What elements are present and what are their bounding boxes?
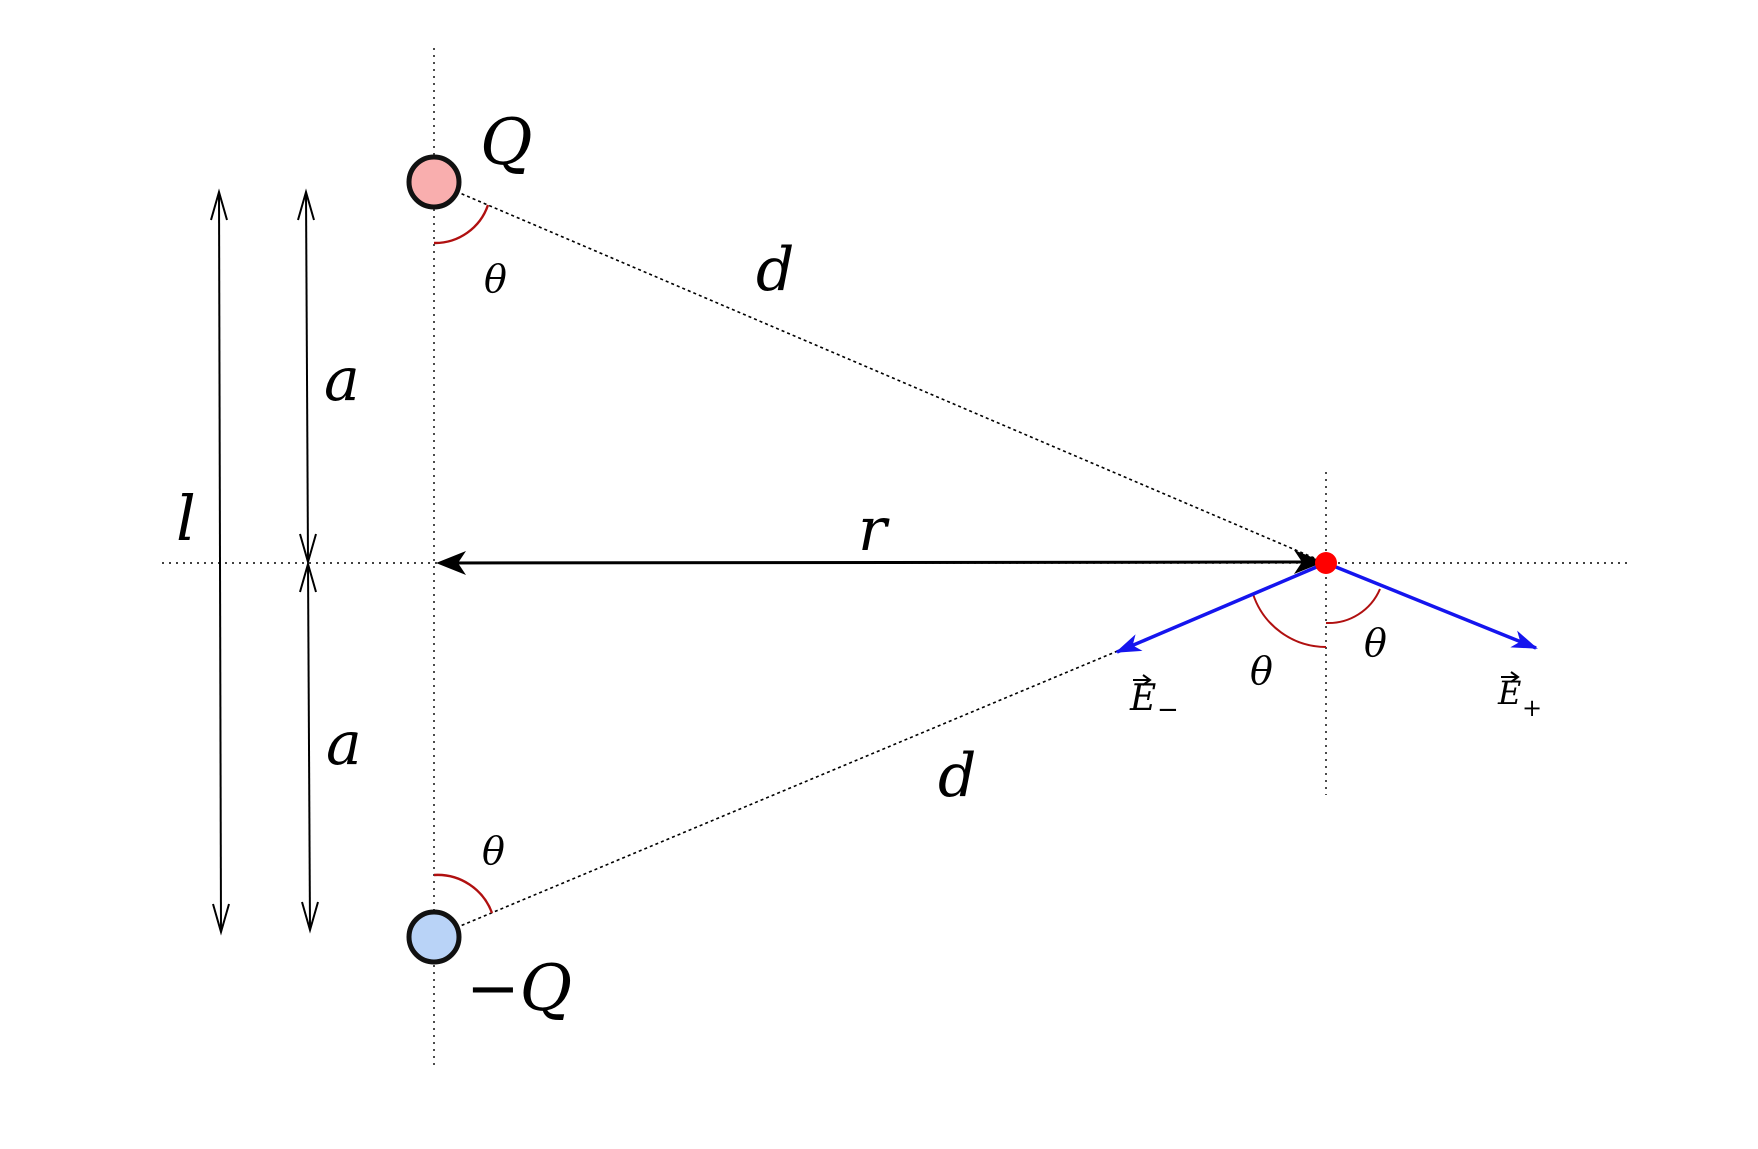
angle-label-field-minus: θ	[1250, 649, 1273, 693]
field-plus-subscript: +	[1522, 694, 1542, 722]
negative-charge-label: −Q	[466, 952, 572, 1026]
upper-distance-label: d	[756, 235, 794, 305]
lower-half-dimension	[299, 560, 319, 934]
total-separation-label: l	[176, 482, 196, 555]
angle-arc-field-minus	[1252, 593, 1327, 648]
lower-half-separation-label: a	[326, 709, 362, 779]
field-vector-plus	[1325, 561, 1538, 650]
field-point	[1315, 552, 1337, 574]
upper-half-separation-label: a	[324, 345, 360, 415]
field-vector-minus	[1115, 561, 1327, 654]
vector-arrow-accent-plus	[1501, 671, 1520, 683]
field-plus-symbol: E	[1497, 674, 1521, 712]
field-minus-symbol: E	[1129, 678, 1156, 719]
total-separation-dimension	[210, 188, 230, 936]
angle-label-bottom-charge: θ	[482, 829, 505, 873]
angle-label-top-charge: θ	[484, 257, 507, 301]
radial-distance-arrow	[439, 560, 1319, 565]
negative-charge	[406, 909, 462, 965]
angle-label-field-plus: θ	[1364, 621, 1387, 665]
angle-arc-bottom-charge	[433, 873, 494, 914]
angle-arc-top-charge	[433, 204, 490, 245]
angle-arc-field-plus	[1325, 588, 1381, 625]
upper-half-dimension	[297, 188, 317, 566]
field-minus-label: E −	[1129, 674, 1179, 725]
r-arrowhead-left	[436, 551, 466, 575]
vector-arrow-accent-minus	[1133, 674, 1152, 686]
lower-distance-line	[433, 649, 1121, 938]
field-minus-subscript: −	[1157, 695, 1179, 725]
radial-distance-label: r	[858, 495, 890, 565]
positive-charge-label: Q	[480, 106, 532, 180]
r-arrowhead-right	[1294, 550, 1324, 574]
positive-charge	[406, 154, 462, 210]
field-plus-label: E +	[1497, 671, 1542, 722]
lower-distance-label: d	[938, 741, 976, 811]
